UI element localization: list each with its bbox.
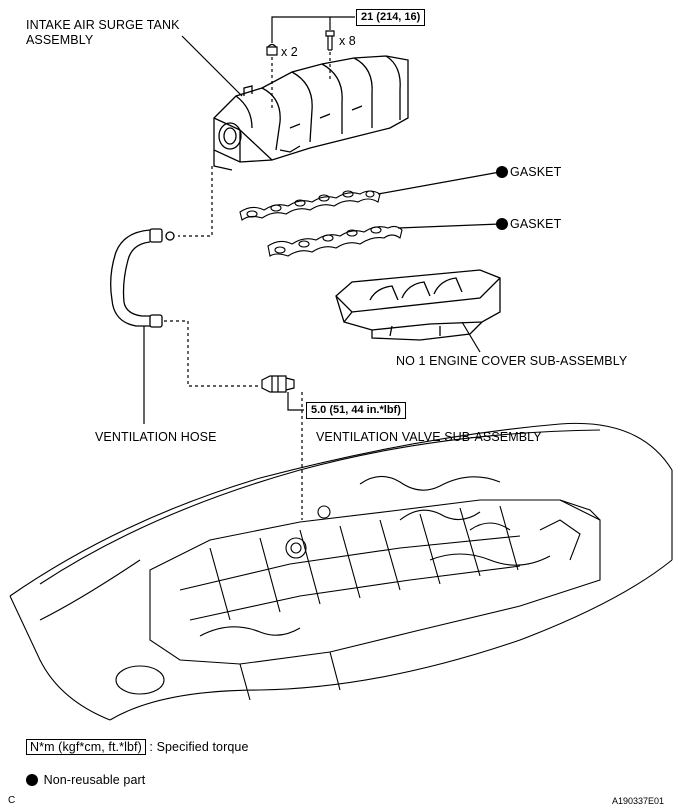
surge-tank-torque-leader bbox=[271, 16, 355, 43]
gasket-2-label: GASKET bbox=[496, 217, 561, 232]
gasket-2-leader bbox=[397, 223, 501, 229]
hose-upper-dashed bbox=[178, 166, 213, 237]
torque-legend-text: : Specified torque bbox=[149, 740, 249, 754]
ventilation-hose-shape bbox=[110, 228, 175, 328]
torque-legend: N*m (kgf*cm, ft.*lbf) : Specified torque bbox=[26, 739, 249, 755]
engine-cover-leader bbox=[461, 321, 481, 353]
nut-quantity: x 2 bbox=[281, 45, 298, 59]
valve-torque-leader bbox=[287, 392, 304, 411]
intake-surge-tank-label-line2: ASSEMBLY bbox=[26, 33, 94, 47]
ventilation-valve-label: VENTILATION VALVE SUB-ASSEMBLY bbox=[316, 430, 542, 444]
engine-compartment-sketch bbox=[9, 422, 673, 721]
corner-letter: C bbox=[8, 795, 16, 806]
engine-cover-label: NO 1 ENGINE COVER SUB-ASSEMBLY bbox=[396, 354, 628, 368]
engine-cover-shape bbox=[335, 269, 501, 341]
valve-torque-box: 5.0 (51, 44 in.*lbf) bbox=[306, 402, 406, 419]
gasket-2-text: GASKET bbox=[510, 217, 562, 231]
non-reusable-dot-icon bbox=[496, 218, 508, 230]
nonreusable-legend-text: Non-reusable part bbox=[43, 773, 146, 787]
gasket-1-label: GASKET bbox=[496, 165, 561, 180]
bolt-icon bbox=[325, 30, 335, 51]
nut-icon bbox=[266, 43, 278, 56]
fastener-dashed-lines bbox=[271, 52, 331, 110]
gasket-1-leader bbox=[377, 171, 501, 195]
non-reusable-dot-icon bbox=[26, 774, 38, 786]
surge-tank-torque-box: 21 (214, 16) bbox=[356, 9, 426, 26]
hose-lower-dashed bbox=[164, 320, 260, 387]
intake-surge-tank-label-line1: INTAKE AIR SURGE TANK bbox=[26, 18, 180, 32]
gasket-1-text: GASKET bbox=[510, 165, 562, 179]
intake-air-surge-tank bbox=[213, 55, 409, 171]
gasket-2-shape bbox=[267, 225, 403, 257]
non-reusable-dot-icon bbox=[496, 166, 508, 178]
torque-legend-box: N*m (kgf*cm, ft.*lbf) bbox=[26, 739, 146, 755]
ventilation-valve-shape bbox=[261, 375, 295, 393]
figure-id: A190337E01 bbox=[612, 796, 665, 806]
bolt-quantity: x 8 bbox=[339, 34, 356, 48]
gasket-1-shape bbox=[239, 190, 381, 221]
nonreusable-legend: Non-reusable part bbox=[26, 773, 145, 788]
ventilation-hose-label: VENTILATION HOSE bbox=[95, 430, 217, 444]
intake-leader-line bbox=[181, 35, 243, 97]
